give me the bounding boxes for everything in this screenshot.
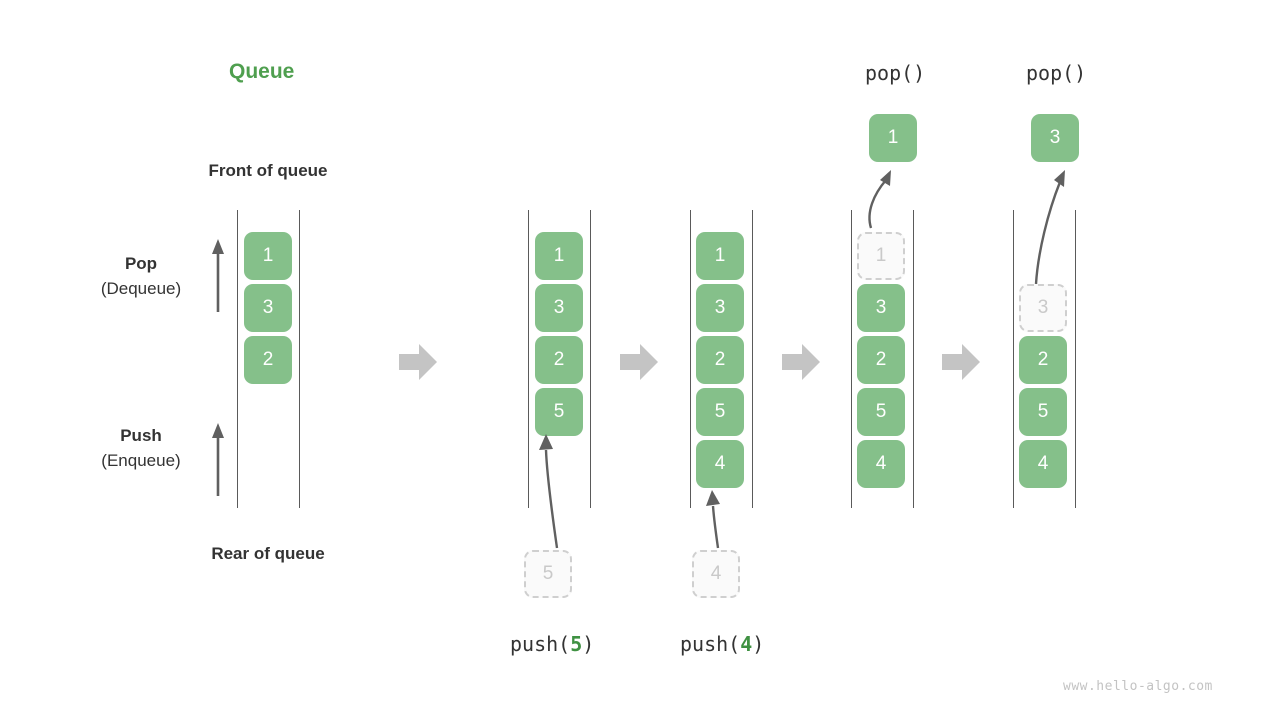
- queue-cell: 5: [696, 388, 744, 436]
- queue-cell: 2: [535, 336, 583, 384]
- step-arrow-icon: [942, 344, 980, 380]
- queue-cell: 5: [857, 388, 905, 436]
- rail-left: [528, 210, 529, 508]
- queue-cell: 3: [857, 284, 905, 332]
- rail-right: [299, 210, 300, 508]
- push-label: Push (Enqueue): [66, 424, 216, 474]
- pop-extract-arrow: [864, 168, 904, 230]
- incoming-ghost-cell: 5: [524, 550, 572, 598]
- rail-left: [690, 210, 691, 508]
- watermark: www.hello-algo.com: [1063, 679, 1213, 694]
- popped-cell: 1: [869, 114, 917, 162]
- step-caption-arg: 4: [740, 632, 753, 656]
- queue-cell: 1: [696, 232, 744, 280]
- pop-label-line2: (Dequeue): [100, 279, 182, 298]
- queue-cell: 2: [857, 336, 905, 384]
- queue-cell: 3: [535, 284, 583, 332]
- push-direction-arrow: [205, 422, 231, 498]
- step-arrow-icon: [399, 344, 437, 380]
- queue-cell: 3: [244, 284, 292, 332]
- push-insert-arrow: [702, 488, 732, 550]
- rail-right: [1075, 210, 1076, 508]
- queue-cell: 2: [244, 336, 292, 384]
- rail-right: [752, 210, 753, 508]
- step-caption-arg: 5: [570, 632, 583, 656]
- queue-cell: 3: [696, 284, 744, 332]
- queue-cell: 5: [1019, 388, 1067, 436]
- queue-cell: 1: [535, 232, 583, 280]
- push-label-line2: (Enqueue): [101, 451, 181, 470]
- pop-extract-arrow: [1024, 168, 1076, 286]
- step-arrow-icon: [782, 344, 820, 380]
- front-of-queue-label: Front of queue: [208, 161, 328, 180]
- push-label-line1: Push: [120, 426, 162, 445]
- step-top-label: pop(): [1026, 61, 1087, 85]
- queue-cell: 1: [244, 232, 292, 280]
- queue-cell: 4: [857, 440, 905, 488]
- pop-direction-arrow: [205, 238, 231, 314]
- queue-cell: 2: [696, 336, 744, 384]
- step-caption: push(5): [510, 632, 595, 656]
- rail-right: [590, 210, 591, 508]
- queue-cell: 2: [1019, 336, 1067, 384]
- queue-cell-ghost: 1: [857, 232, 905, 280]
- rail-right: [913, 210, 914, 508]
- step-arrow-icon: [620, 344, 658, 380]
- rail-left: [1013, 210, 1014, 508]
- step-caption: push(4): [680, 632, 765, 656]
- step-top-label: pop(): [865, 61, 926, 85]
- push-insert-arrow: [535, 432, 575, 550]
- incoming-ghost-cell: 4: [692, 550, 740, 598]
- queue-cell: 5: [535, 388, 583, 436]
- page-title: Queue: [229, 60, 295, 83]
- queue-cell: 4: [696, 440, 744, 488]
- rail-left: [237, 210, 238, 508]
- popped-cell: 3: [1031, 114, 1079, 162]
- pop-label-line1: Pop: [124, 254, 158, 273]
- rear-of-queue-label: Rear of queue: [211, 544, 325, 563]
- queue-cell: 4: [1019, 440, 1067, 488]
- rail-left: [851, 210, 852, 508]
- queue-cell-ghost: 3: [1019, 284, 1067, 332]
- pop-label: Pop (Dequeue): [66, 252, 216, 302]
